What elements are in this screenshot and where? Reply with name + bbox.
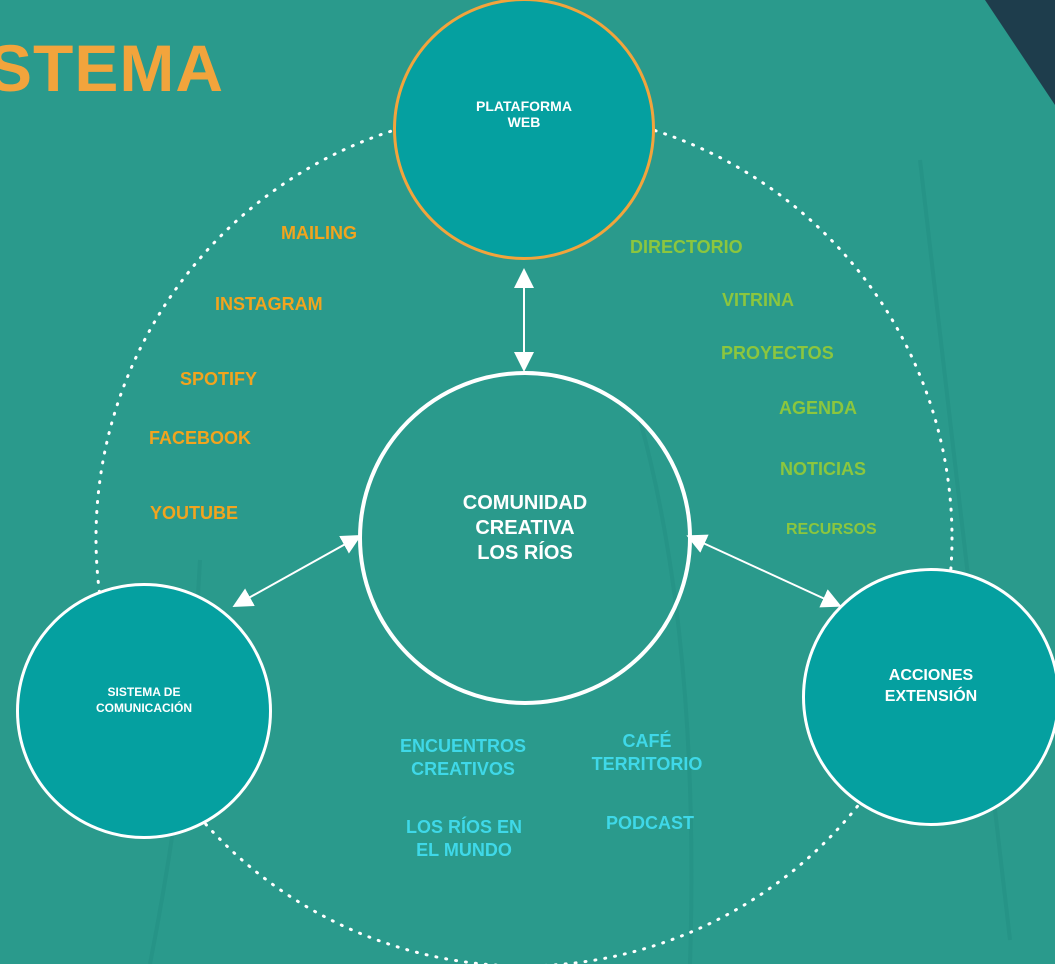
node-plataforma-web: PLATAFORMA WEB [393,0,655,260]
label-encuentros-creativos: ENCUENTROS CREATIVOS [399,736,526,780]
node-comunidad-creativa-label: COMUNIDAD CREATIVA LOS RÍOS [462,491,588,564]
node-plataforma-web-label: PLATAFORMA WEB [476,98,572,130]
page-title: STEMA [0,31,224,105]
dark-corner-shape [985,0,1055,105]
arrow-center-actions [686,534,842,608]
label-proyectos: PROYECTOS [721,343,834,363]
label-instagram: INSTAGRAM [215,294,323,314]
label-agenda: AGENDA [779,398,858,418]
label-vitrina: VITRINA [722,290,794,310]
node-sistema-comunicacion: SISTEMA DE COMUNICACIÓN [16,583,272,839]
node-acciones-extension-label: ACCIONES EXTENSIÓN [884,667,978,705]
node-sistema-comunicacion-label: SISTEMA DE COMUNICACIÓN [96,685,192,715]
label-los-rios-en-el-mundo: LOS RÍOS EN EL MUNDO [405,817,522,861]
label-recursos: RECURSOS [786,521,877,538]
label-facebook: FACEBOOK [149,428,252,448]
label-mailing: MAILING [281,223,357,243]
label-podcast: PODCAST [605,813,694,833]
node-comunidad-creativa: COMUNIDAD CREATIVA LOS RÍOS [358,371,692,705]
label-cafe-territorio: CAFÉ TERRITORIO [591,731,703,775]
node-acciones-extension: ACCIONES EXTENSIÓN [802,568,1055,826]
dotted-orbit [94,108,954,964]
arrow-comm-center [232,535,362,607]
label-directorio: DIRECTORIO [630,237,743,257]
label-youtube: YOUTUBE [150,503,239,523]
label-spotify: SPOTIFY [180,369,258,389]
label-noticias: NOTICIAS [780,459,867,479]
